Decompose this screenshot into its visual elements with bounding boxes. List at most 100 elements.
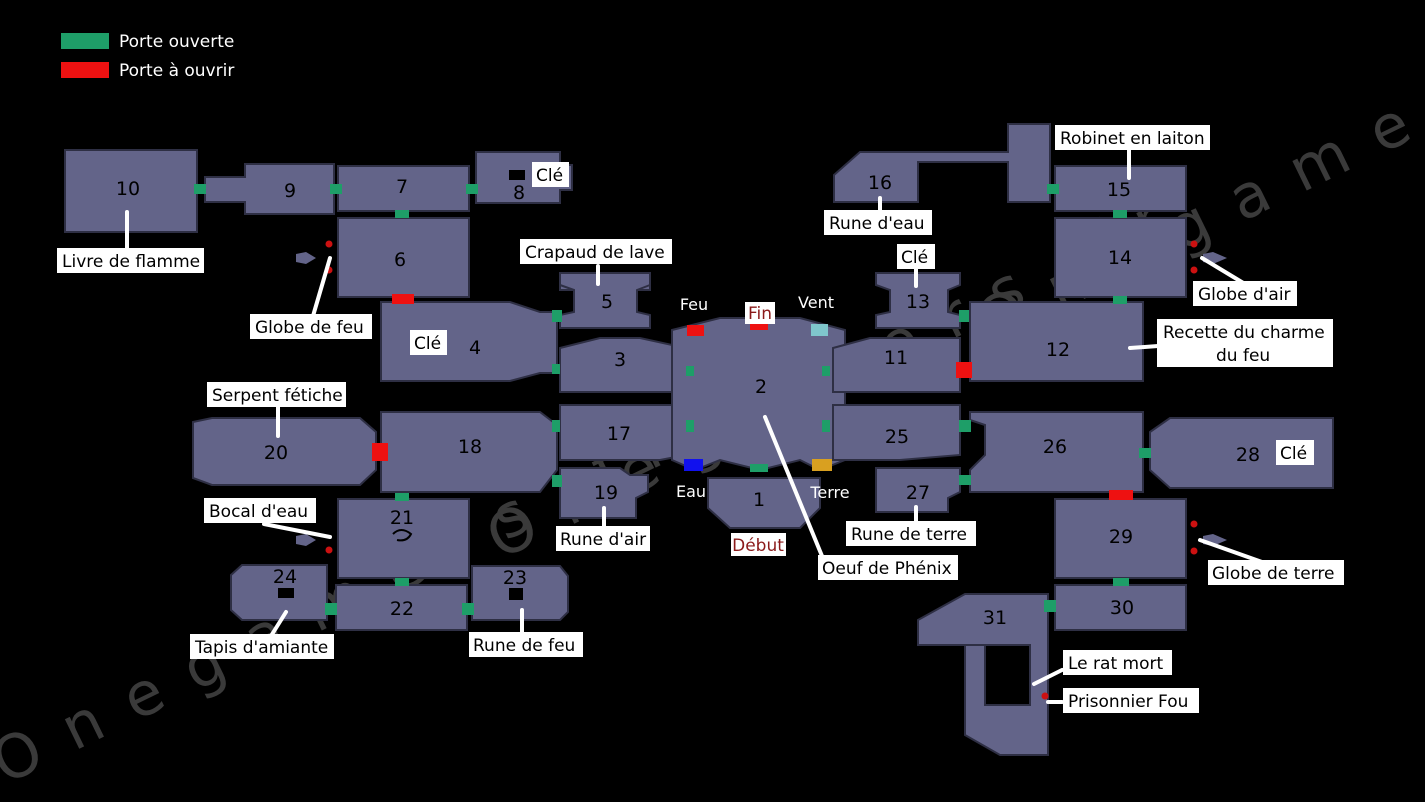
callout-box <box>1193 281 1297 306</box>
door-open[interactable] <box>959 420 971 432</box>
debut-label: Début <box>732 536 784 556</box>
door-open[interactable] <box>959 310 969 322</box>
door-open[interactable] <box>1113 210 1127 218</box>
label-cle-4: Clé <box>414 334 441 354</box>
room-28 <box>1149 417 1334 489</box>
open-door-swatch <box>61 33 109 49</box>
label-robinet: Robinet en laiton <box>1060 129 1205 149</box>
terre-label: Terre <box>809 483 849 502</box>
label-rune-feu: Rune de feu <box>473 636 575 656</box>
label-globe-feu: Globe de feu <box>255 318 364 338</box>
door-locked[interactable] <box>372 443 388 461</box>
door-open[interactable] <box>1113 296 1127 304</box>
door-open[interactable] <box>822 366 830 376</box>
pedestals <box>296 252 1227 546</box>
room-21 <box>337 498 470 579</box>
feu-label: Feu <box>680 295 708 314</box>
fin-label-box <box>745 302 775 324</box>
room-number: 19 <box>594 482 618 504</box>
leader-line <box>763 415 824 558</box>
globe-marker <box>1190 520 1198 528</box>
label-cle-13: Clé <box>901 248 928 268</box>
callout-box <box>469 632 583 657</box>
door-open[interactable] <box>686 366 694 376</box>
door-open[interactable] <box>552 475 562 487</box>
door-open[interactable] <box>552 310 562 322</box>
room-19 <box>559 467 649 519</box>
callout-box <box>520 239 672 264</box>
room-6 <box>337 217 470 298</box>
door-open[interactable] <box>1113 578 1129 586</box>
door-open[interactable] <box>686 420 694 432</box>
room-number: 3 <box>614 349 626 371</box>
leader-line <box>1198 538 1264 564</box>
label-globe-air: Globe d'air <box>1198 285 1291 305</box>
door-open[interactable] <box>395 578 409 586</box>
label-recette-line1: Recette du charme <box>1163 323 1325 343</box>
open-door-label: Porte ouverte <box>119 32 234 52</box>
label-prisonnier: Prisonnier Fou <box>1068 692 1188 712</box>
room-5 <box>559 272 651 329</box>
room-number: 5 <box>601 291 613 313</box>
room-number: 4 <box>469 337 481 359</box>
room-14 <box>1054 217 1187 298</box>
door-open[interactable] <box>750 464 768 472</box>
label-rune-eau: Rune d'eau <box>829 214 925 234</box>
door-open[interactable] <box>330 184 342 194</box>
door-locked[interactable] <box>392 294 414 304</box>
door-open[interactable] <box>1044 600 1056 612</box>
door-open[interactable] <box>466 184 478 194</box>
leader-line <box>311 256 332 318</box>
label-globe-terre: Globe de terre <box>1212 564 1335 584</box>
door-open[interactable] <box>325 603 337 615</box>
callout-box <box>204 498 316 523</box>
prisoner-marker <box>1041 692 1049 700</box>
door-open[interactable] <box>462 603 474 615</box>
room-number: 22 <box>390 598 414 620</box>
door-open[interactable] <box>552 364 560 374</box>
room-25 <box>832 404 961 461</box>
door-open[interactable] <box>1047 184 1059 194</box>
room-9 <box>204 163 335 215</box>
room-number: 7 <box>396 176 408 198</box>
door-open[interactable] <box>552 420 560 432</box>
label-oeuf: Oeuf de Phénix <box>822 559 952 579</box>
room-number: 23 <box>503 567 527 589</box>
door-open[interactable] <box>194 184 206 194</box>
rooms <box>64 123 1334 756</box>
callouts: Livre de flamme Clé Globe de feu Crapaud… <box>57 125 1344 713</box>
room-12 <box>969 301 1144 382</box>
item-marker <box>325 546 333 554</box>
door-locked[interactable] <box>750 322 768 330</box>
room-29 <box>1054 498 1187 579</box>
door-open[interactable] <box>822 420 830 432</box>
callout-box <box>1208 560 1344 585</box>
callout-box <box>556 526 650 551</box>
door-open[interactable] <box>395 493 409 501</box>
label-livre-flamme: Livre de flamme <box>62 252 200 272</box>
globe-marker <box>1190 240 1198 248</box>
room-number: 24 <box>273 566 297 588</box>
door-locked[interactable] <box>956 362 972 378</box>
legend: Porte ouverte Porte à ouvrir <box>61 32 234 81</box>
center-labels: Feu Fin Vent Eau Terre Début <box>676 293 850 556</box>
room-number: 30 <box>1110 597 1134 619</box>
door-locked[interactable] <box>1109 490 1133 500</box>
leader-lines <box>125 148 1264 704</box>
room-numbers: 10 9 7 8 6 5 4 3 2 17 20 18 19 1 21 24 2… <box>116 172 1260 629</box>
door-open[interactable] <box>395 210 409 218</box>
callout-box <box>57 248 204 273</box>
label-rat: Le rat mort <box>1068 654 1163 674</box>
room-number: 20 <box>264 442 288 464</box>
label-rune-terre: Rune de terre <box>851 525 967 545</box>
callout-box <box>250 314 372 339</box>
callout-box <box>846 521 976 546</box>
door-open[interactable] <box>959 475 971 485</box>
room-1 <box>707 477 821 529</box>
room-16 <box>833 123 1051 203</box>
room-number: 11 <box>884 347 908 369</box>
vent-label: Vent <box>798 293 834 312</box>
door-open[interactable] <box>1139 448 1151 458</box>
room-13 <box>875 272 961 329</box>
